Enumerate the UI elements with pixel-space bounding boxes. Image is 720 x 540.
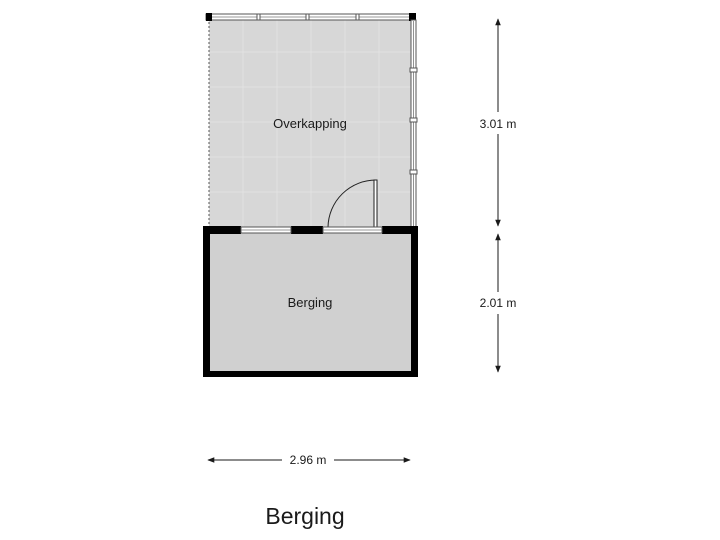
overkapping-tile-grid [209, 18, 412, 227]
berging-room [203, 226, 418, 377]
dimension-label-overkapping: 3.01 m [480, 117, 517, 131]
berging-floor [209, 232, 412, 372]
room-label-berging: Berging [288, 295, 333, 310]
dimension-label-width: 2.96 m [290, 453, 327, 467]
overkapping-right-glazing [409, 19, 418, 228]
page-title: Berging [265, 503, 345, 529]
dimension-overkapping-depth: 3.01 m [480, 18, 517, 227]
berging-door-opening [322, 226, 383, 234]
dimension-berging-depth: 2.01 m [480, 233, 517, 373]
dimension-width: 2.96 m [207, 453, 411, 467]
berging-window [240, 226, 292, 234]
overkapping-top-glazing [205, 13, 416, 21]
dimension-label-berging: 2.01 m [480, 296, 517, 310]
room-label-overkapping: Overkapping [273, 116, 347, 131]
berging-walls [203, 226, 418, 377]
overkapping-area [205, 13, 418, 228]
